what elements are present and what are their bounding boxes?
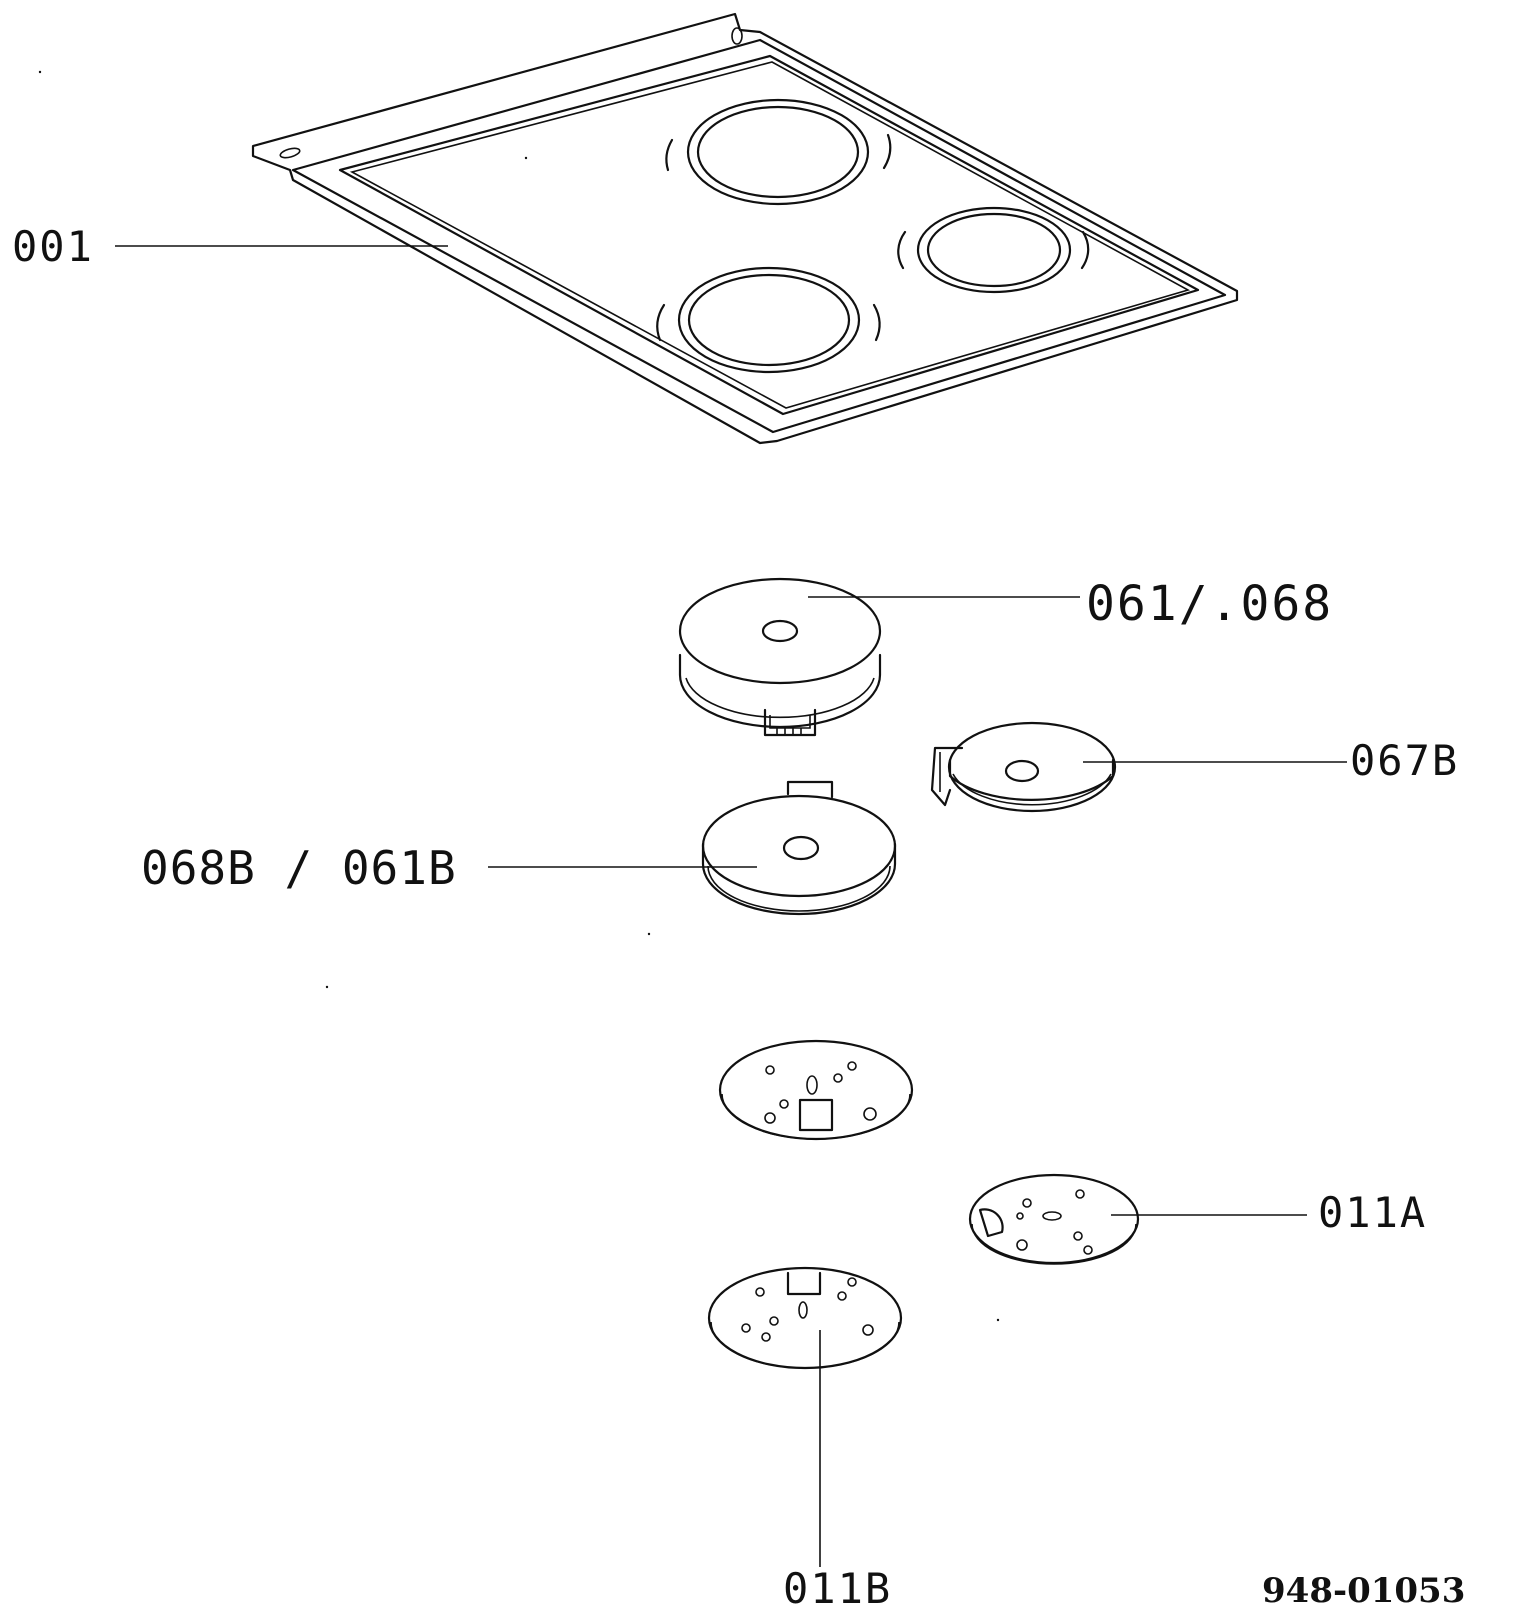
drawing-number: 948-01053	[1262, 1571, 1466, 1611]
label-067b: 067B	[1350, 736, 1460, 785]
label-061-068: 061/.068	[1086, 576, 1334, 632]
label-001: 001	[12, 222, 94, 271]
speck	[38, 70, 42, 74]
hotplate-061-068	[678, 577, 882, 737]
support-plate-011b	[707, 1266, 903, 1370]
speck	[996, 1318, 1000, 1322]
support-plate-unlabeled	[718, 1039, 914, 1141]
label-068b-061b: 068B / 061B	[141, 841, 457, 895]
speck	[524, 156, 528, 160]
label-011b: 011B	[783, 1564, 893, 1613]
hotplate-067b	[930, 721, 1117, 813]
speck	[325, 985, 329, 989]
support-plate-011a	[968, 1173, 1140, 1265]
label-011a: 011A	[1318, 1188, 1428, 1237]
hotplate-068b-061b	[701, 780, 897, 916]
cooktop-panel	[251, 12, 1239, 445]
speck	[647, 932, 651, 936]
